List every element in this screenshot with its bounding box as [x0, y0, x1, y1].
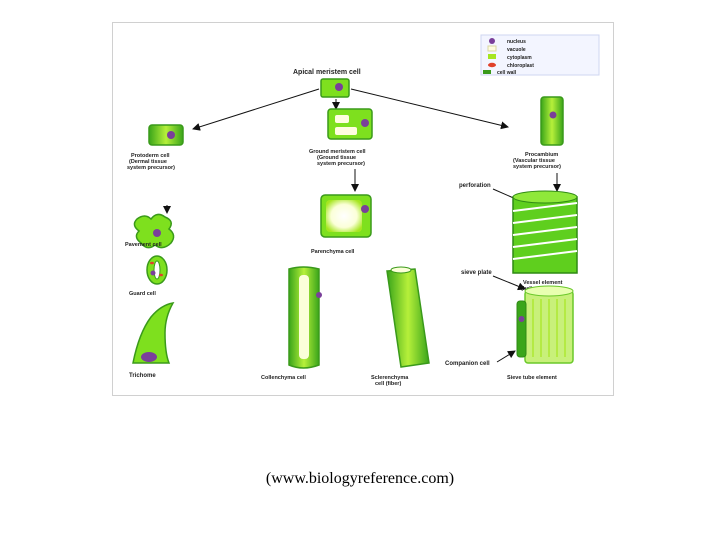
nucleus	[335, 83, 343, 91]
legend-label: vacuole	[507, 47, 526, 53]
plant-cell-types-diagram: nucleus vacuole cytoplasm chloroplast ce…	[112, 22, 614, 396]
companion-pointer	[497, 351, 515, 362]
collenchyma-label: Collenchyma cell	[261, 375, 306, 381]
apical-meristem-label: Apical meristem cell	[293, 69, 361, 76]
trichome-cell	[133, 303, 173, 363]
legend-label: cytoplasm	[507, 55, 532, 61]
sieve-plate-label: sieve plate	[461, 270, 492, 276]
guard-label: Guard cell	[129, 291, 156, 297]
sclerenchyma-label-2: cell (fiber)	[375, 381, 401, 387]
ground-meristem-cell	[328, 109, 372, 139]
trichome-label: Trichome	[129, 373, 156, 379]
vacuole-swatch	[488, 46, 496, 51]
apical-meristem-cell	[321, 79, 349, 97]
cell-wall-swatch	[483, 70, 491, 74]
legend-label: nucleus	[507, 39, 526, 45]
parenchyma-cell	[321, 195, 371, 237]
guard-cell	[147, 256, 167, 284]
perforation-label: perforation	[459, 183, 491, 189]
sieve-tube-label: Sieve tube element	[507, 375, 557, 381]
sieve-tube-element	[525, 286, 573, 363]
procambium-sublabel-2: system precursor)	[513, 164, 561, 170]
nucleus-swatch	[489, 38, 495, 44]
legend-label: cell wall	[497, 70, 517, 76]
pavement-label: Pavement cell	[125, 242, 162, 248]
protoderm-cell	[149, 125, 183, 145]
ground-sublabel-2: system precursor)	[317, 161, 365, 167]
companion-cell	[517, 301, 526, 357]
sclerenchyma-cell	[387, 267, 429, 367]
collenchyma-cell	[289, 267, 322, 368]
companion-label: Companion cell	[445, 361, 490, 367]
arrow-to-protoderm	[193, 89, 319, 129]
legend: nucleus vacuole cytoplasm chloroplast ce…	[481, 35, 599, 76]
cytoplasm-swatch	[488, 54, 496, 59]
legend-label: chloroplast	[507, 63, 534, 69]
chloroplast-swatch	[488, 63, 496, 67]
sieve-plate-pointer	[493, 276, 525, 289]
source-caption: (www.biologyreference.com)	[0, 470, 720, 488]
vessel-element	[513, 191, 577, 273]
parenchyma-label: Parenchyma cell	[311, 249, 355, 255]
procambium-cell	[541, 97, 563, 145]
arrow-to-procambium	[351, 89, 508, 127]
protoderm-sublabel-2: system precursor)	[127, 165, 175, 171]
